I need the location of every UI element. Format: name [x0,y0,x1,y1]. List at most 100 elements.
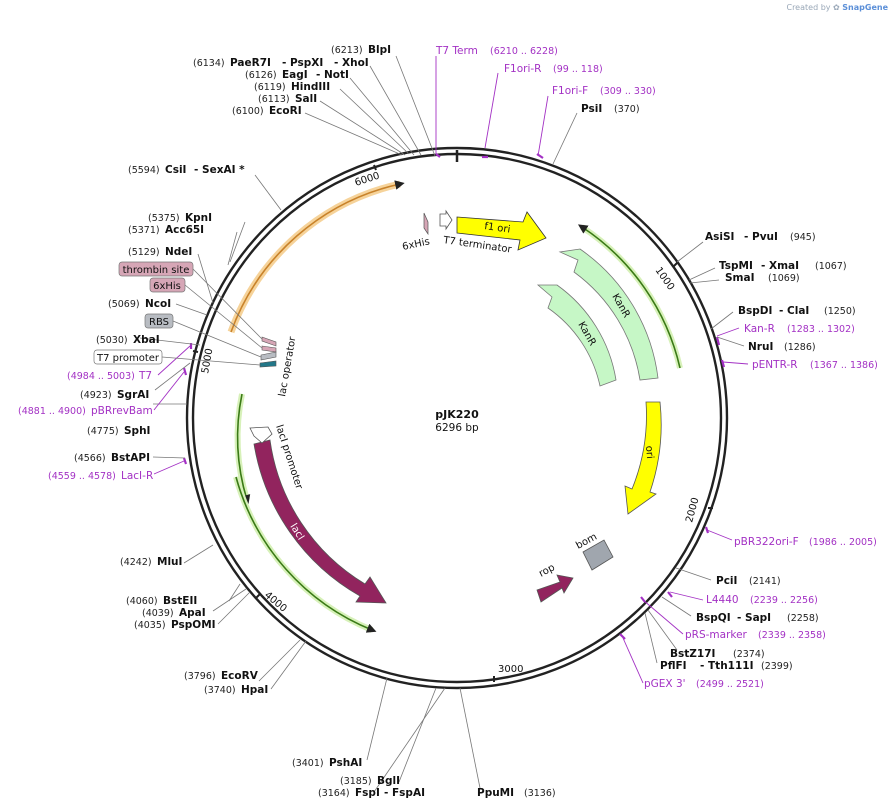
primer-l4440: L4440 [706,594,739,606]
site-pspxi: - PspXI [282,57,323,69]
site-xhoi: - XhoI [334,57,369,69]
backbone [185,146,729,690]
site-tspmi-bp: (1067) [815,261,847,272]
site-ncoi-bp: (5069) [108,299,140,310]
site-sgrai: SgrAI [117,389,149,401]
site-sali-bp: (6113) [258,94,290,105]
site-asisi: AsiSI [705,231,734,243]
site-bspdi-bp: (1250) [824,306,856,317]
site-ecorv: EcoRV [221,670,259,682]
site-bstapi: BstAPI [111,452,150,464]
site-sexai: - SexAI * [194,164,245,176]
site-hpai: HpaI [241,684,268,696]
site-bstz17i: BstZ17I [670,648,715,660]
primer-kan-r: Kan-R [744,323,775,335]
lac-operator-label: lac operator [277,335,299,397]
site-pcii-bp: (2141) [749,576,781,587]
primer-pbrrevbam: pBRrevBam [91,405,153,417]
credit-brand: SnapGene [842,3,888,12]
site-bstz17i-bp: (2374) [733,649,765,660]
primer-pgex3: pGEX 3' [644,678,686,690]
site-blpi: BlpI [368,44,391,56]
green-right-arc [577,224,683,369]
primer-laci-r: LacI-R [121,470,153,482]
site-csii-bp: (5594) [128,165,160,176]
site-nrui-bp: (1286) [784,342,816,353]
site-fspi: FspI [355,787,380,799]
site-ecori: EcoRI [269,105,302,117]
site-sphi: SphI [124,425,150,437]
site-sphi-bp: (4775) [87,426,119,437]
site-pvui: - PvuI [744,231,778,243]
site-blpi-bp: (6213) [331,45,363,56]
site-apai: ApaI [179,607,206,619]
tick-3000: 3000 [498,664,523,675]
site-noti: - NotI [316,69,349,81]
site-csii: CsiI [165,164,186,176]
site-xbai: XbaI [133,334,160,346]
site-paer7i-bp: (6134) [193,58,225,69]
feature-thrombin-site: thrombin site [123,265,190,276]
snapgene-credit: Created by ✿ SnapGene [786,3,888,12]
site-kpni: KpnI [185,212,212,224]
primer-f1ori-f: F1ori-F [552,85,588,97]
credit-prefix: Created by [786,3,831,12]
site-labels: (6213) BlpI (6134) PaeR7I - PspXI - XhoI… [74,44,856,799]
site-mlui-bp: (4242) [120,557,152,568]
primer-prs-marker-range: (2339 .. 2358) [758,630,826,641]
primer-pentr-r-range: (1367 .. 1386) [810,360,878,371]
site-sgrai-bp: (4923) [80,390,112,401]
site-fspi-bp: (3164) [318,788,350,799]
site-bgli: BglI [377,775,400,787]
site-ncoi: NcoI [145,298,171,310]
his-6x-label: 6xHis [401,236,430,253]
primer-labels: T7 Term (6210 .. 6228) F1ori-R (99 .. 11… [18,45,878,690]
green-left-arcs [233,393,377,633]
site-ndei: NdeI [165,246,192,258]
primer-l4440-range: (2239 .. 2256) [750,595,818,606]
primer-prs-marker: pRS-marker [685,629,748,641]
tick-1000: 1000 [653,265,677,292]
site-smai-bp: (1069) [768,273,800,284]
site-pspomi-bp: (4035) [134,620,166,631]
site-tspmi: TspMI [719,260,753,272]
primer-f1ori-r: F1ori-R [504,63,541,75]
site-apai-bp: (4039) [142,608,174,619]
site-pflfi: PflFI [660,660,687,672]
site-psii: PsiI [581,103,602,115]
laci-arrow: lacI lacI promoter [249,424,387,604]
site-bgli-bp: (3185) [340,776,372,787]
site-clai: - ClaI [779,305,809,317]
site-xbai-bp: (5030) [96,335,128,346]
plasmid-name: pJK220 [435,408,479,421]
site-bsteii-bp: (4060) [126,596,158,607]
orange-feature-arc [227,180,405,334]
site-hindiii-bp: (6119) [254,82,286,93]
site-mlui: MluI [157,556,182,568]
lac-operator-group: lac operator [259,335,299,398]
feature-t7-promoter: T7 promoter [96,353,160,364]
site-pspomi: PspOMI [171,619,216,631]
site-hpai-bp: (3740) [204,685,236,696]
site-hindiii: HindIII [291,81,330,93]
site-paer7i: PaeR7I [230,57,271,69]
site-ppumi-bp: (3136) [524,788,556,799]
plasmid-size: 6296 bp [435,422,479,434]
site-psii-bp: (370) [614,104,640,115]
site-ppumi: PpuMI [477,787,514,799]
kanr-arrows: KanR KanR [536,248,659,387]
ori-label: ori [643,445,655,459]
primer-kan-r-range: (1283 .. 1302) [787,324,855,335]
site-nrui: NruI [748,341,773,353]
feature-rbs: RBS [149,317,169,328]
f1-ori-arrow: f1 ori [456,211,547,251]
site-sali: SalI [295,93,317,105]
site-eagi: EagI [282,69,308,81]
tick-2000: 2000 [684,496,701,523]
rop-label: rop [537,562,557,579]
site-bspdi: BspDI [738,305,772,317]
site-ecorv-bp: (3796) [184,671,216,682]
f1-ori-label: f1 ori [484,221,511,236]
site-pflfi-bp: (2399) [761,661,793,672]
snapgene-logo-icon: ✿ [833,3,840,12]
